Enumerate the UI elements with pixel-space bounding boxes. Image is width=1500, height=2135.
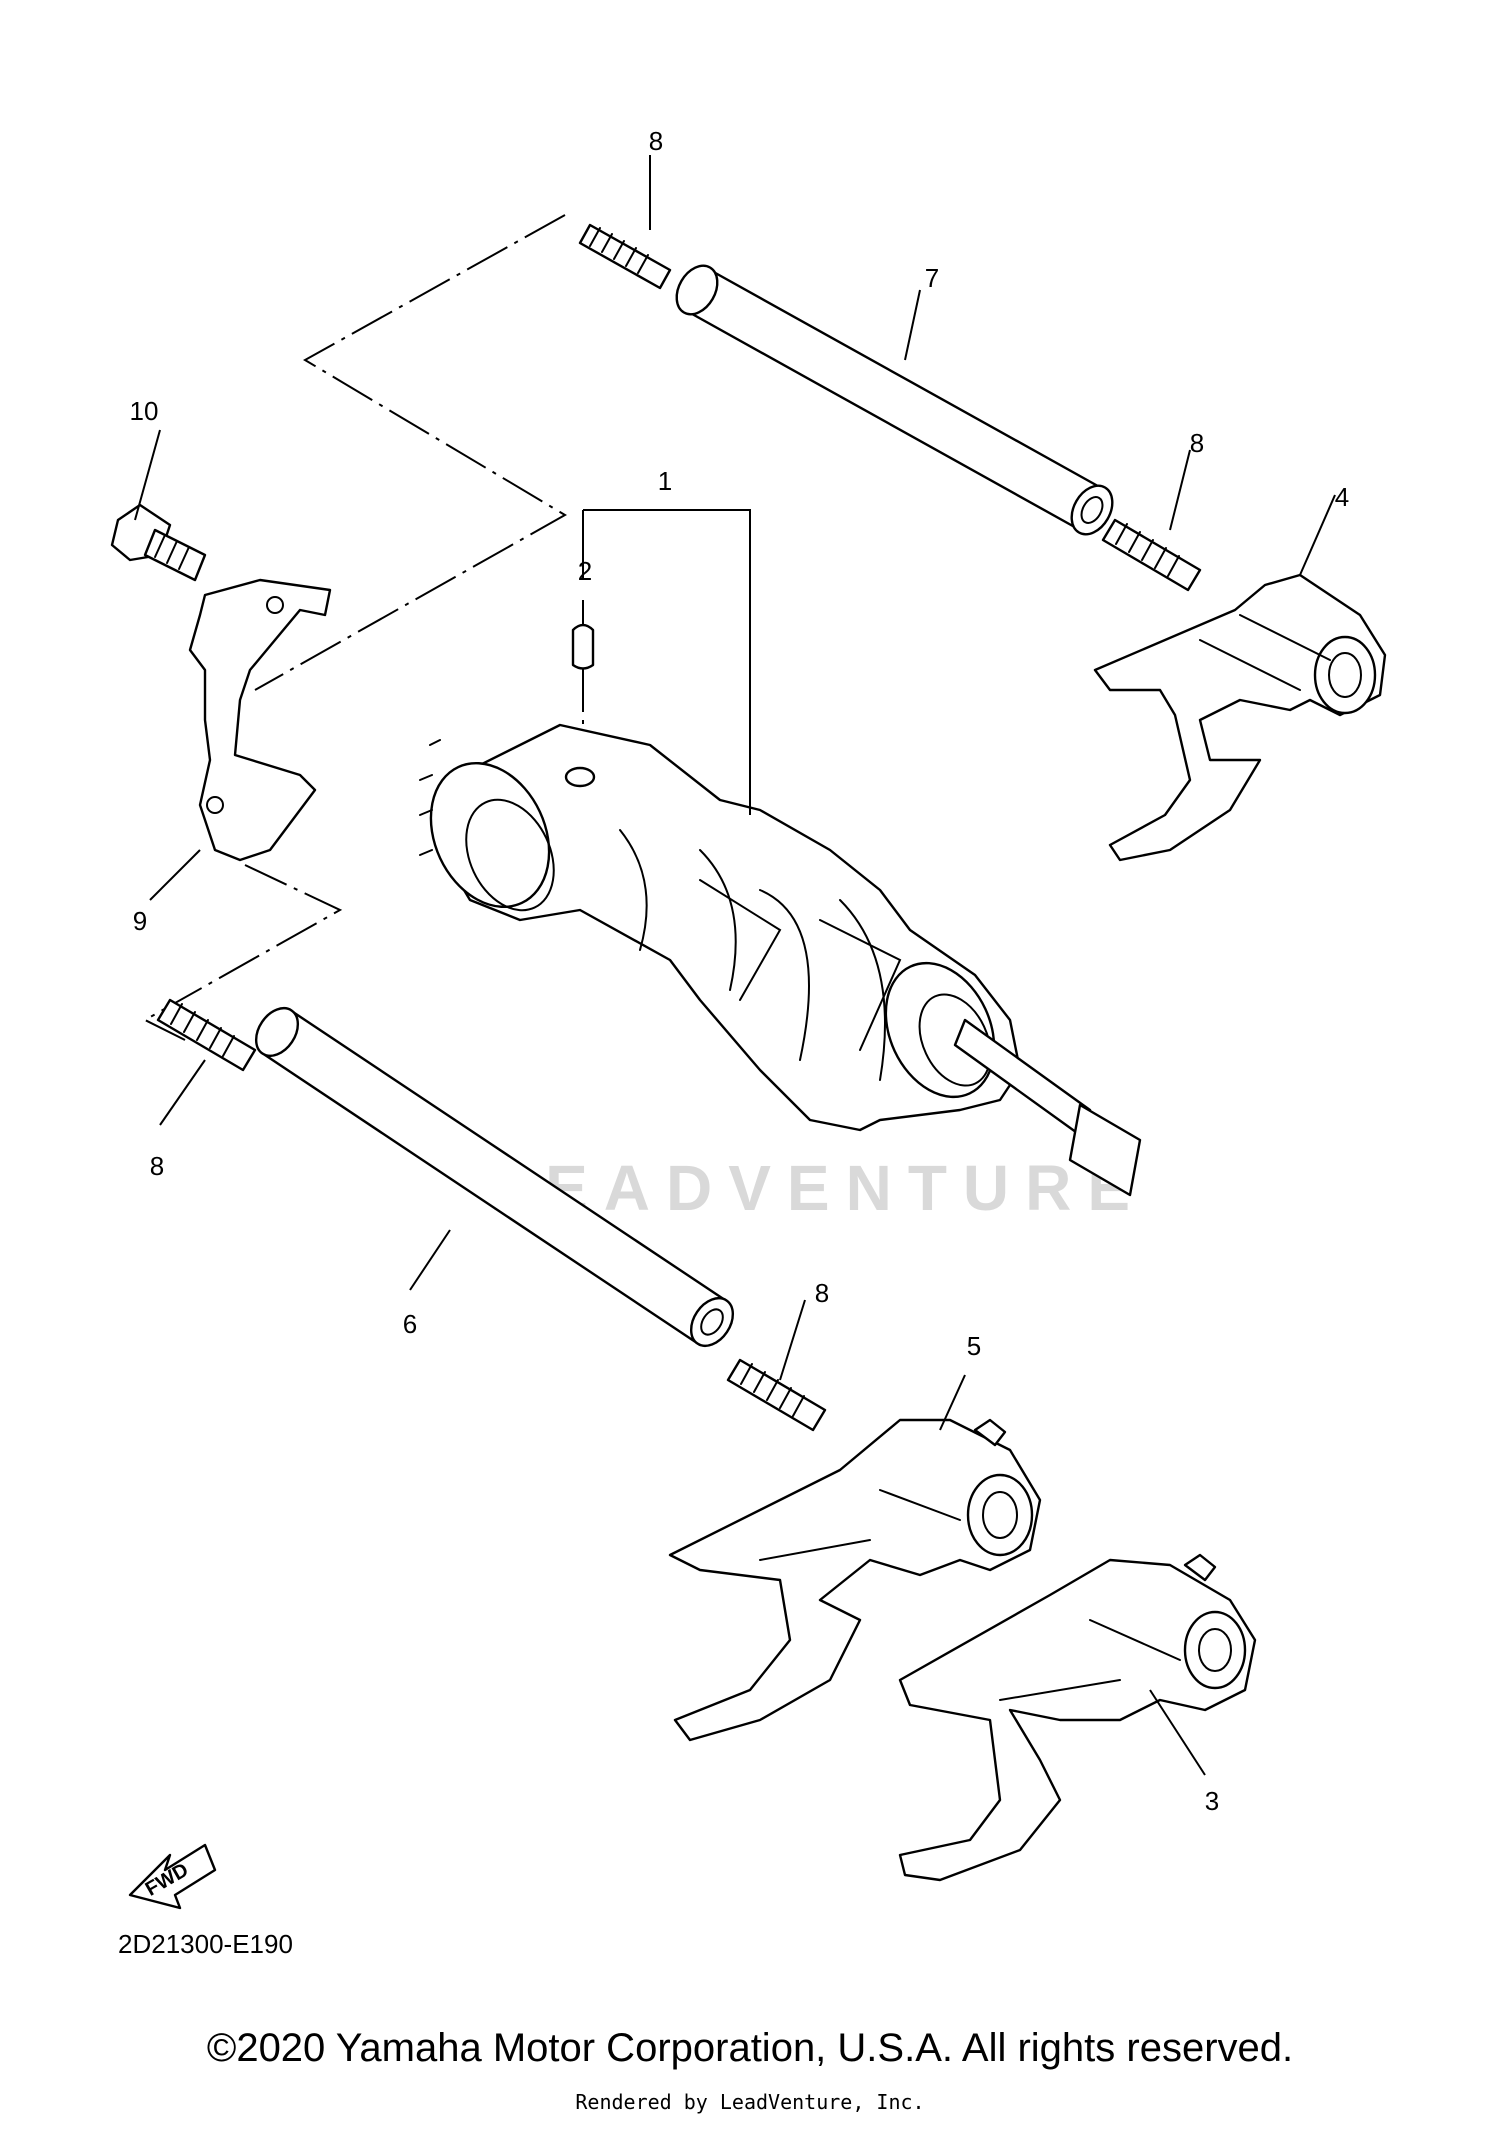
callout-4: 4 [1335,482,1349,512]
callout-3: 3 [1205,1786,1219,1816]
callout-2: 2 [578,556,592,586]
callouts: 1 2 3 4 5 6 7 8 8 8 8 9 10 [130,126,1350,1816]
copyright-notice: ©2020 Yamaha Motor Corporation, U.S.A. A… [206,2026,1294,2070]
shift-fork-part-3 [898,1553,1257,1882]
shift-fork-shaft-part-7 [675,264,1114,536]
spring-part-8-top [578,223,672,290]
shift-drum-part-1 [419,723,1142,1197]
callout-8-lower: 8 [815,1278,829,1308]
callout-1: 1 [658,466,672,496]
spring-part-8-right [1101,518,1202,592]
shift-fork-part-4 [1093,573,1387,862]
watermark-text: LEADVENTURE [490,1152,1146,1224]
callout-6: 6 [403,1309,417,1339]
callout-5: 5 [967,1331,981,1361]
diagram-code: 2D21300-E190 [118,1929,293,1959]
spring-part-8-lower [726,1358,827,1432]
spring-part-8-left [156,998,257,1072]
callout-10: 10 [130,396,159,426]
shift-fork-shaft-part-6 [254,1007,735,1347]
leadventure-watermark: LEADVENTURE [490,930,1146,1224]
bolt-part-10 [110,503,207,582]
leader-lines [134,155,1336,1776]
callout-9: 9 [133,906,147,936]
segment-plate-part-9 [188,578,332,862]
callout-8-left: 8 [150,1151,164,1181]
callout-8-right: 8 [1190,428,1204,458]
pin-part-2 [571,623,595,670]
callout-8-top: 8 [649,126,663,156]
fwd-arrow-icon: FWD [128,1843,217,1910]
rendered-by-notice: Rendered by LeadVenture, Inc. [575,2090,925,2114]
shift-fork-part-5 [668,1418,1042,1742]
callout-7: 7 [925,263,939,293]
